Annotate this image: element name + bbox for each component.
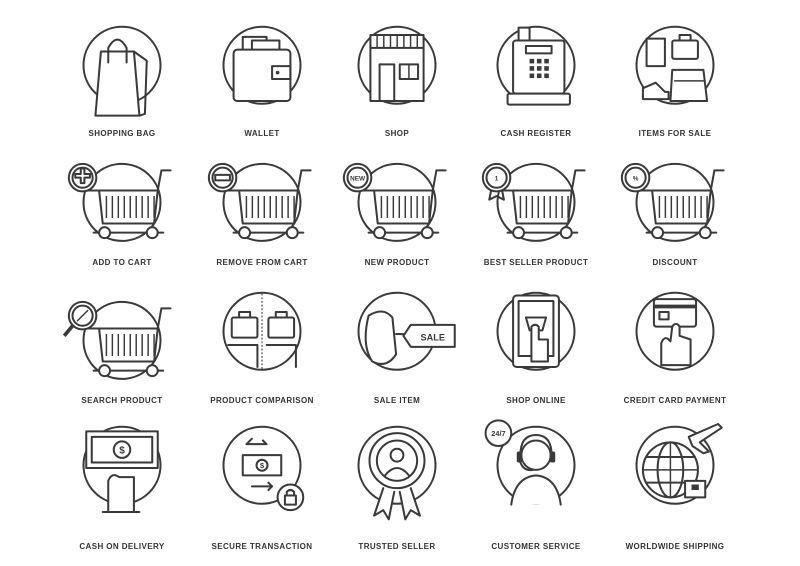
wallet-tile: WALLET	[187, 24, 337, 164]
product-comparison-tile: PRODUCT COMPARISON	[187, 290, 337, 430]
cash-register-label: CASH REGISTER	[500, 129, 572, 138]
svg-text:%: %	[633, 175, 639, 182]
new-product-tile: NEW NEW PRODUCT	[322, 152, 472, 292]
shop-online-icon	[496, 291, 576, 371]
product-comparison-label: PRODUCT COMPARISON	[210, 396, 314, 405]
worldwide-shipping-icon	[635, 422, 723, 505]
new-product-label: NEW PRODUCT	[364, 258, 430, 267]
shop-label: SHOP	[384, 129, 410, 138]
search-product-label: SEARCH PRODUCT	[81, 396, 163, 405]
best-seller-product-label: BEST SELLER PRODUCT	[483, 258, 589, 267]
svg-text:NEW: NEW	[350, 175, 366, 182]
items-for-sale-tile: ITEMS FOR SALE	[600, 24, 750, 164]
customer-service-label: CUSTOMER SERVICE	[491, 542, 581, 551]
svg-text:SALE: SALE	[421, 332, 445, 342]
secure-transaction-tile: $ SECURE TRANSACTION	[187, 424, 337, 564]
cash-on-delivery-icon: $	[82, 425, 162, 514]
secure-transaction-label: SECURE TRANSACTION	[211, 542, 313, 551]
remove-from-cart-label: REMOVE FROM CART	[216, 258, 308, 267]
credit-card-payment-label: CREDIT CARD PAYMENT	[623, 396, 727, 405]
shopping-bag-icon	[82, 25, 162, 117]
svg-text:1: 1	[495, 175, 499, 182]
svg-text:$: $	[119, 445, 125, 456]
worldwide-shipping-label: WORLDWIDE SHIPPING	[625, 542, 725, 551]
best-seller-product-icon: 1	[481, 162, 586, 242]
shop-online-label: SHOP ONLINE	[506, 396, 566, 405]
worldwide-shipping-tile: WORLDWIDE SHIPPING	[600, 422, 750, 564]
add-to-cart-icon	[67, 162, 172, 242]
discount-tile: % DISCOUNT	[600, 152, 750, 292]
search-product-icon	[62, 300, 172, 380]
trusted-seller-icon	[357, 425, 437, 521]
secure-transaction-icon: $	[222, 425, 305, 512]
cash-register-icon	[496, 25, 576, 106]
new-product-icon: NEW	[342, 162, 447, 242]
svg-text:$: $	[260, 461, 264, 470]
items-for-sale-icon	[635, 25, 715, 105]
cash-on-delivery-label: CASH ON DELIVERY	[79, 542, 165, 551]
sale-item-icon: SALE	[357, 291, 456, 371]
shop-tile: SHOP	[322, 24, 472, 164]
discount-label: DISCOUNT	[652, 258, 698, 267]
wallet-label: WALLET	[244, 129, 280, 138]
discount-icon: %	[620, 162, 725, 242]
cash-register-tile: CASH REGISTER	[461, 24, 611, 164]
shopping-bag-tile: SHOPPING BAG	[47, 24, 197, 164]
cash-on-delivery-tile: $ CASH ON DELIVERY	[47, 424, 197, 564]
shop-online-tile: SHOP ONLINE	[461, 290, 611, 430]
credit-card-payment-icon	[635, 291, 715, 371]
product-comparison-icon	[222, 291, 302, 371]
remove-from-cart-icon	[207, 162, 312, 242]
trusted-seller-tile: TRUSTED SELLER	[322, 424, 472, 564]
sale-item-tile: SALE SALE ITEM	[322, 290, 472, 430]
shopping-bag-label: SHOPPING BAG	[88, 129, 156, 138]
search-product-tile: SEARCH PRODUCT	[47, 290, 197, 430]
svg-text:24/7: 24/7	[491, 429, 505, 438]
trusted-seller-label: TRUSTED SELLER	[358, 542, 436, 551]
add-to-cart-tile: ADD TO CART	[47, 152, 197, 292]
wallet-icon	[222, 25, 302, 105]
add-to-cart-label: ADD TO CART	[92, 258, 152, 267]
customer-service-icon: 24/7	[484, 419, 576, 506]
sale-item-label: SALE ITEM	[373, 396, 421, 405]
credit-card-payment-tile: CREDIT CARD PAYMENT	[600, 290, 750, 430]
items-for-sale-label: ITEMS FOR SALE	[638, 129, 712, 138]
shop-icon	[357, 25, 437, 105]
remove-from-cart-tile: REMOVE FROM CART	[187, 152, 337, 292]
